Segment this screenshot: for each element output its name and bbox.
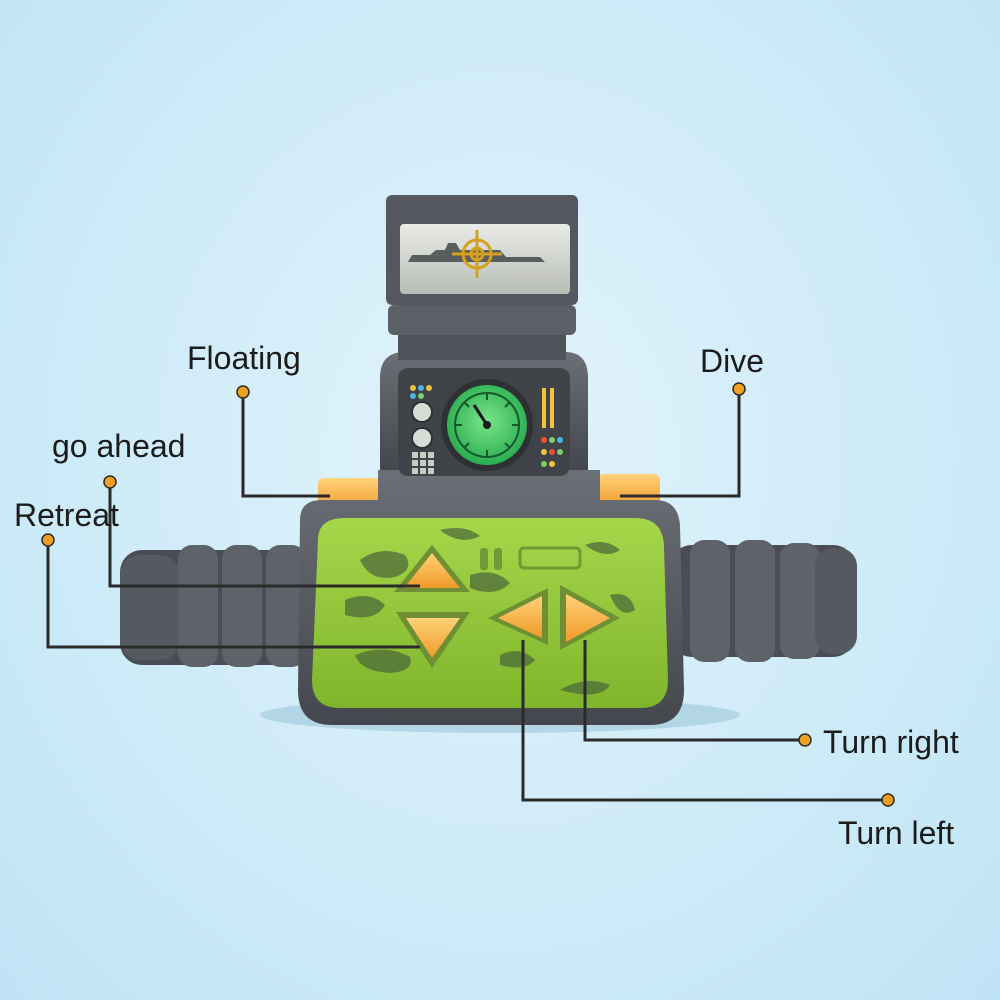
go-ahead-label: go ahead: [52, 428, 186, 464]
turn-left-leader-line: [521, 640, 888, 802]
turn-left-label: Turn left: [838, 815, 955, 851]
dial-gauge-icon: [441, 379, 533, 471]
turn-left-button[interactable]: [488, 588, 548, 645]
dive-callout-dot: [732, 382, 746, 396]
floating-leader-line: [241, 392, 330, 498]
triangle-left-icon: [498, 596, 542, 638]
turn-right-callout-dot: [798, 733, 812, 747]
left-grip: [120, 545, 310, 667]
retreat-leader-line: [46, 540, 420, 649]
retreat-callout-dot: [41, 533, 55, 547]
crosshair-target-icon: [452, 230, 502, 278]
keypad-icon: [412, 452, 434, 474]
dive-leader-line: [620, 389, 741, 498]
right-grip: [670, 540, 857, 662]
turn-right-button[interactable]: [560, 585, 620, 650]
turn-left-callout-dot: [881, 793, 895, 807]
mini-dial-icon: [411, 401, 433, 423]
floating-callout-dot: [236, 385, 250, 399]
retreat-label: Retreat: [14, 497, 119, 533]
dive-label: Dive: [700, 343, 765, 379]
panel-grille: [518, 546, 582, 570]
triangle-up-icon: [404, 553, 460, 588]
panel-slot: [480, 548, 488, 570]
turn-right-label: Turn right: [823, 724, 959, 760]
go-ahead-leader-line: [108, 482, 420, 588]
go-ahead-button[interactable]: [394, 545, 470, 592]
display-bracket: [388, 305, 576, 335]
indicator-lights: [410, 385, 563, 467]
callout-dots: [41, 382, 895, 807]
triangle-down-icon: [406, 618, 460, 658]
turn-right-leader-line: [583, 640, 805, 742]
retreat-button[interactable]: [396, 612, 470, 668]
triangle-right-icon: [566, 594, 610, 642]
callout-leader-lines: [46, 389, 888, 802]
mini-dial-icon: [411, 427, 433, 449]
floating-label: Floating: [187, 340, 301, 376]
panel-slot: [494, 548, 502, 570]
sonar-display: [386, 195, 578, 305]
go-ahead-callout-dot: [103, 475, 117, 489]
dive-shoulder-button[interactable]: [598, 474, 660, 508]
